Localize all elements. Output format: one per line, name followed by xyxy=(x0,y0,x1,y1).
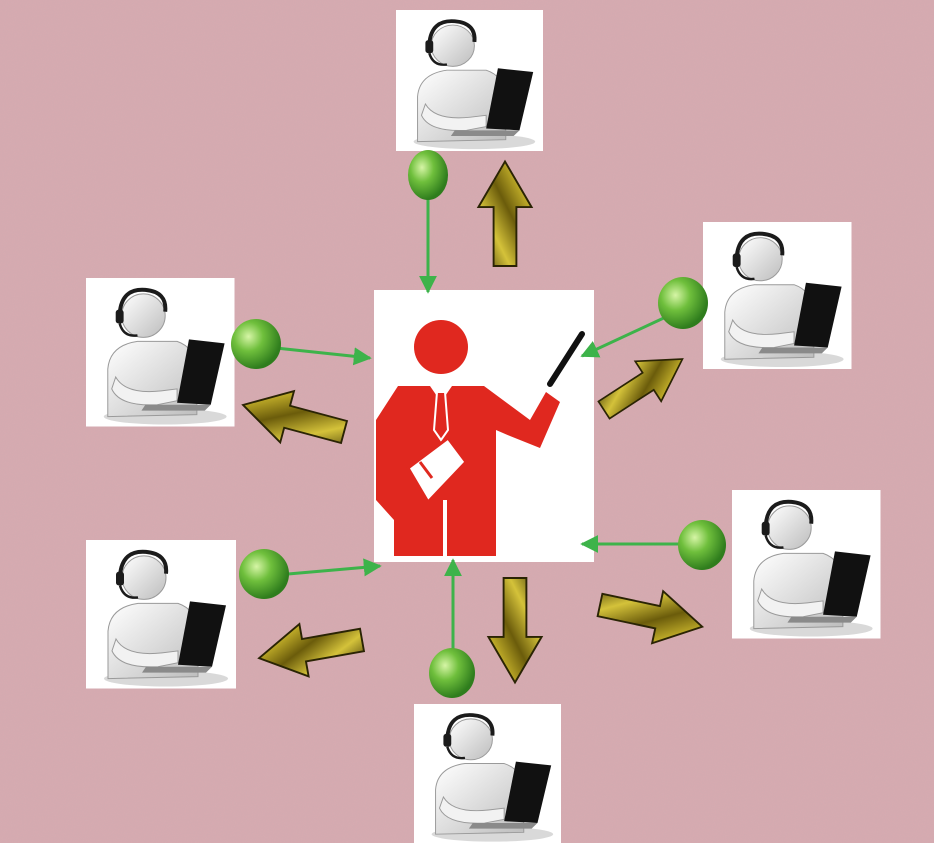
headset-user-laptop-icon xyxy=(86,540,236,689)
headset-user-laptop-icon xyxy=(703,222,852,369)
peer-node-right-lower xyxy=(732,490,881,639)
center-node xyxy=(374,290,594,562)
headset-user-laptop-icon xyxy=(414,704,561,843)
peer-node-bottom xyxy=(414,704,561,843)
headset-user-laptop-icon xyxy=(732,490,881,639)
peer-node-left-upper xyxy=(86,278,235,427)
peer-node-right-upper xyxy=(703,222,852,369)
peer-node-left-lower xyxy=(86,540,236,689)
peer-node-top xyxy=(396,10,543,151)
headset-user-laptop-icon xyxy=(396,10,543,151)
headset-user-laptop-icon xyxy=(86,278,235,427)
